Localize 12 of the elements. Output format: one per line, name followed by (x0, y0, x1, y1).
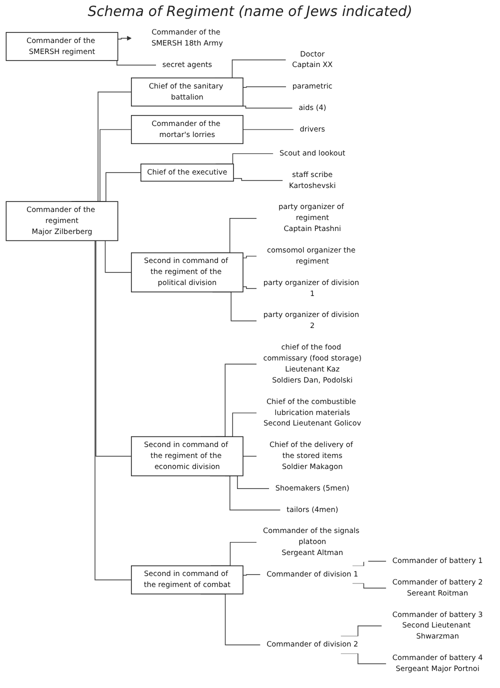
connector (242, 86, 287, 88)
connector (242, 256, 258, 258)
arrow (118, 36, 132, 41)
connector (242, 129, 294, 130)
connector (340, 653, 387, 664)
diagram-title: Schema of Regiment (name of Jews indicated) (86, 4, 414, 20)
connector (242, 456, 258, 457)
connector (233, 178, 284, 181)
connector (242, 574, 261, 576)
connector (242, 286, 258, 289)
connector (352, 560, 387, 566)
connector (242, 106, 293, 109)
